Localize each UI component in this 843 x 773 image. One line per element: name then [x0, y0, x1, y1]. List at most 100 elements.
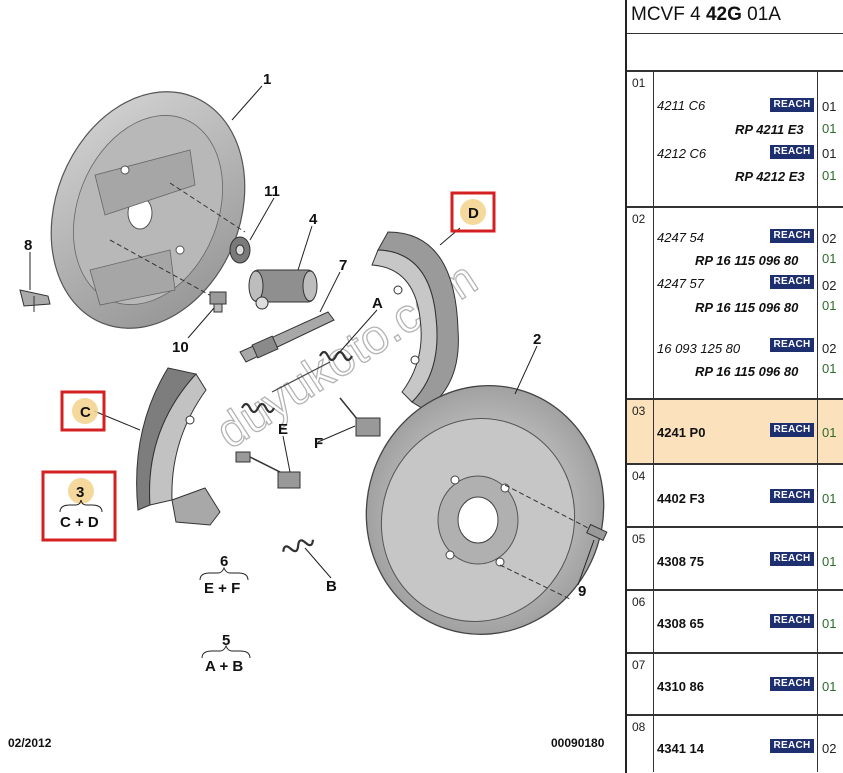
part-ref: RP 16 115 096 80: [695, 300, 799, 315]
group-number: 04: [632, 469, 646, 483]
svg-text:3: 3: [76, 484, 84, 501]
parts-group-06[interactable]: 06 4308 65 REACH 01: [627, 591, 843, 654]
reach-badge: REACH: [770, 423, 814, 437]
part-qty: 01: [822, 168, 837, 183]
hold-down-pin-e: [235, 451, 301, 489]
callout-8: 8: [24, 237, 32, 254]
group-number: 06: [632, 595, 646, 609]
part-qty: 02: [822, 741, 837, 756]
callout-2: 2: [533, 331, 541, 348]
group-number: 07: [632, 658, 646, 672]
reach-badge: REACH: [770, 677, 814, 691]
callout-4: 4: [309, 211, 318, 228]
diagram-code: 00090180: [551, 736, 605, 750]
part-ref: 4310 86: [657, 679, 704, 694]
part-ref: 4402 F3: [657, 491, 705, 506]
svg-text:C: C: [80, 404, 91, 421]
bleed-screw-part: [209, 291, 227, 313]
wheel-stud-part: [586, 523, 608, 541]
adjuster-strut-part: [239, 311, 335, 363]
return-spring-lower: [282, 539, 315, 553]
group-number: 02: [632, 212, 646, 226]
retaining-clip-part: [19, 289, 51, 312]
brake-shoe-d-part: [371, 231, 459, 411]
part-ref: 4308 75: [657, 554, 704, 569]
part-qty: 02: [822, 278, 837, 293]
callout-10: 10: [172, 339, 189, 356]
callout-b: B: [326, 578, 337, 595]
return-spring-middle: [241, 402, 275, 414]
callout-f: F: [314, 435, 323, 452]
brake-drum-part: [365, 385, 605, 635]
part-ref: 4247 57: [657, 276, 704, 291]
svg-text:6: 6: [220, 553, 228, 570]
part-qty: 01: [822, 491, 837, 506]
part-qty: 01: [822, 679, 837, 694]
part-qty: 01: [822, 425, 837, 440]
group-number: 01: [632, 76, 646, 90]
hold-down-pin-f: [339, 397, 381, 437]
kit-3-label: 3 C + D: [41, 470, 117, 542]
callout-11: 11: [264, 183, 280, 200]
reach-badge: REACH: [770, 739, 814, 753]
backing-plate-part: [50, 91, 246, 329]
reach-badge: REACH: [770, 552, 814, 566]
reach-badge: REACH: [770, 145, 814, 159]
parts-group-01[interactable]: 01 4211 C6 REACH 01 RP 4211 E3 01 4212 C…: [627, 72, 843, 208]
part-ref: 16 093 125 80: [657, 341, 741, 356]
parts-reference-panel: MCVF 4 42G 01A 01 4211 C6 REACH 01 RP 42…: [625, 0, 843, 773]
wheel-cylinder-part: [248, 269, 318, 310]
group-number: 08: [632, 720, 646, 734]
reach-badge: REACH: [770, 98, 814, 112]
group-key-d: D: [450, 191, 496, 233]
parts-group-08[interactable]: 08 4341 14 REACH 02: [627, 716, 843, 772]
part-qty: 01: [822, 121, 837, 136]
part-ref: 4308 65: [657, 616, 704, 631]
callout-7: 7: [339, 257, 347, 274]
parts-group-05[interactable]: 05 4308 75 REACH 01: [627, 528, 843, 591]
parts-group-04[interactable]: 04 4402 F3 REACH 01: [627, 465, 843, 528]
part-ref: RP 16 115 096 80: [695, 364, 799, 379]
parts-group-07[interactable]: 07 4310 86 REACH 01: [627, 654, 843, 716]
group-number: 03: [632, 404, 646, 418]
part-ref: 4212 C6: [657, 146, 707, 161]
part-ref: RP 4212 E3: [735, 169, 805, 184]
reach-badge: REACH: [770, 614, 814, 628]
parts-group-03[interactable]: 03 4241 P0 REACH 01: [627, 400, 843, 465]
callout-9: 9: [578, 583, 586, 600]
part-qty: 01: [822, 99, 837, 114]
svg-text:A + B: A + B: [205, 658, 243, 675]
part-qty: 01: [822, 616, 837, 631]
reach-badge: REACH: [770, 229, 814, 243]
group-key-c: C: [60, 390, 106, 432]
callout-e: E: [278, 421, 288, 438]
return-spring-upper: [319, 350, 353, 362]
part-qty: 02: [822, 341, 837, 356]
svg-text:D: D: [468, 205, 479, 222]
part-qty: 01: [822, 146, 837, 161]
reach-badge: REACH: [770, 489, 814, 503]
reach-badge: REACH: [770, 338, 814, 352]
part-ref: 4247 54: [657, 230, 704, 245]
kit-6-label: 6 E + F: [199, 553, 249, 597]
brake-shoe-c-part: [136, 367, 221, 526]
part-ref: 4241 P0: [657, 425, 706, 440]
reach-badge: REACH: [770, 275, 814, 289]
panel-header: MCVF 4 42G 01A: [627, 0, 843, 34]
part-qty: 02: [822, 231, 837, 246]
panel-header-spacer: [627, 34, 843, 72]
part-ref: RP 4211 E3: [735, 122, 804, 137]
callout-1: 1: [263, 71, 271, 88]
part-ref: 4211 C6: [657, 98, 706, 113]
part-ref: RP 16 115 096 80: [695, 253, 799, 268]
kit-5-label: 5 A + B: [201, 632, 251, 675]
seal-washer-part: [229, 236, 251, 264]
callout-a: A: [372, 295, 383, 312]
part-qty: 01: [822, 361, 837, 376]
svg-text:E + F: E + F: [204, 580, 240, 597]
part-qty: 01: [822, 251, 837, 266]
exploded-brake-diagram: duyukoto.com: [19, 71, 608, 675]
part-ref: 4341 14: [657, 741, 704, 756]
part-qty: 01: [822, 554, 837, 569]
parts-group-02[interactable]: 02 4247 54 REACH 02 RP 16 115 096 80 01 …: [627, 208, 843, 400]
